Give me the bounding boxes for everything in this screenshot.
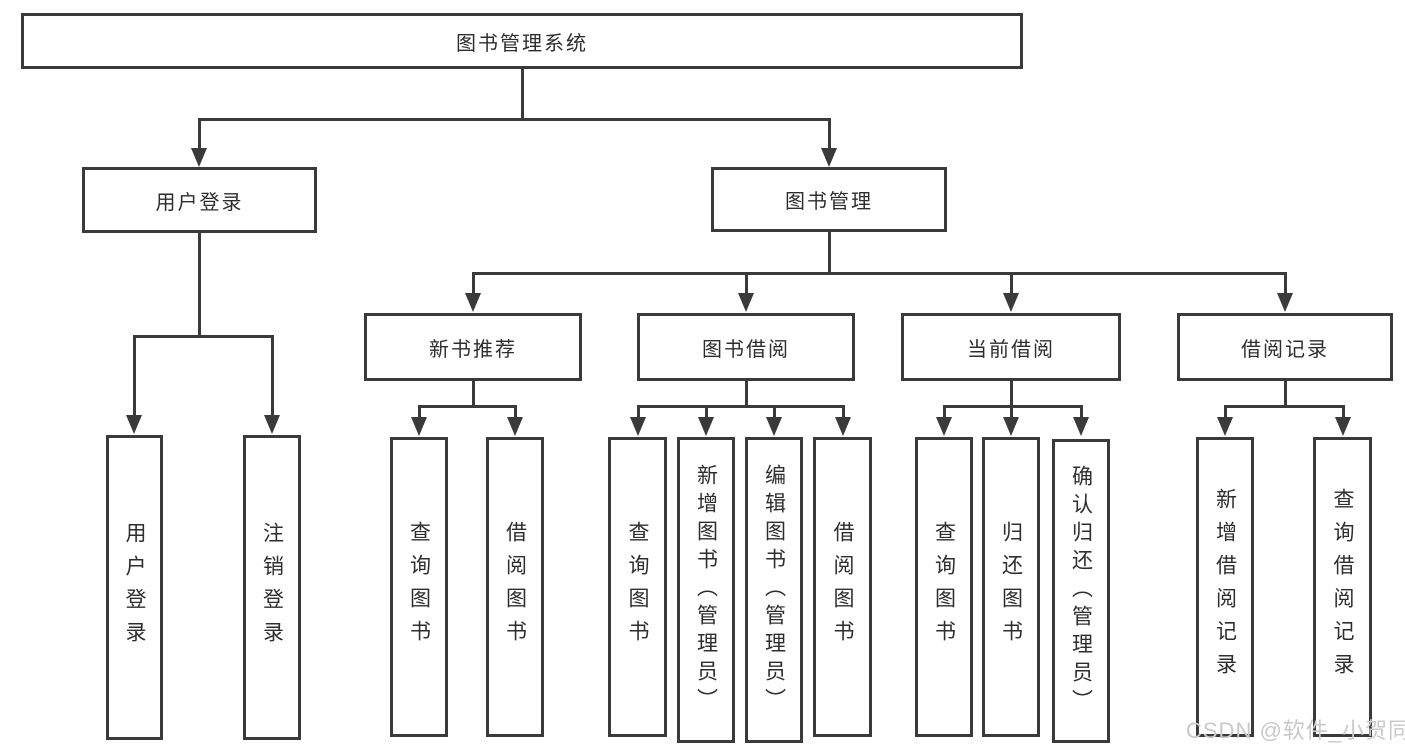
book-borrow-label: 图书借阅 — [702, 338, 790, 361]
leaf-bb-edit-books-label: 编辑图书（管理员） — [762, 464, 786, 716]
connector-line — [1342, 405, 1345, 420]
arrowhead — [738, 293, 754, 312]
root-node: 图书管理系统 — [21, 13, 1023, 69]
connector-line — [1224, 405, 1227, 420]
current-borrow-label: 当前借阅 — [967, 338, 1055, 361]
connector-line — [472, 381, 475, 405]
leaf-logout-label: 注销登录 — [260, 521, 284, 654]
arrowhead — [126, 415, 142, 434]
connector-line — [842, 405, 845, 420]
connector-line — [271, 335, 274, 417]
arrowhead — [507, 417, 523, 436]
connector-line — [1224, 405, 1344, 408]
leaf-bb-query-books: 查询图书 — [608, 437, 667, 737]
leaf-br-add-record: 新增借阅记录 — [1196, 437, 1254, 737]
arrowhead — [1335, 417, 1351, 436]
connector-line — [1010, 272, 1013, 296]
connector-line — [198, 233, 201, 335]
new-book-recommend-label: 新书推荐 — [429, 338, 517, 361]
leaf-bb-borrow-books: 借阅图书 — [813, 437, 872, 737]
leaf-br-query-record: 查询借阅记录 — [1313, 437, 1372, 737]
connector-line — [133, 335, 136, 417]
arrowhead — [766, 417, 782, 436]
connector-line — [745, 381, 748, 405]
connector-line — [637, 405, 640, 420]
borrow-records-node: 借阅记录 — [1177, 313, 1393, 381]
arrowhead — [191, 148, 207, 167]
leaf-cb-return-books-label: 归还图书 — [999, 521, 1023, 653]
leaf-br-add-record-label: 新增借阅记录 — [1213, 488, 1237, 686]
leaf-nb-query-books: 查询图书 — [390, 437, 448, 737]
book-borrow-node: 图书借阅 — [637, 313, 855, 381]
connector-line — [828, 232, 831, 272]
connector-line — [637, 405, 845, 408]
leaf-cb-confirm-return-label: 确认归还（管理员） — [1069, 465, 1093, 717]
leaf-nb-query-books-label: 查询图书 — [407, 521, 431, 653]
connector-line — [1010, 381, 1013, 405]
leaf-logout: 注销登录 — [243, 435, 301, 740]
arrowhead — [1073, 417, 1089, 436]
leaf-cb-query-books-label: 查询图书 — [932, 521, 956, 653]
leaf-bb-add-books: 新增图书（管理员） — [677, 437, 735, 743]
leaf-cb-confirm-return: 确认归还（管理员） — [1052, 439, 1110, 743]
book-management-label: 图书管理 — [785, 191, 873, 213]
leaf-bb-add-books-label: 新增图书（管理员） — [694, 464, 718, 716]
arrowhead — [1003, 293, 1019, 312]
connector-line — [133, 335, 274, 338]
leaf-bb-query-books-label: 查询图书 — [626, 521, 649, 653]
connector-line — [418, 405, 517, 408]
connector-line — [773, 405, 776, 420]
root-node-label: 图书管理系统 — [456, 32, 588, 55]
csdn-watermark: CSDN @软件_小贺同学 — [1186, 718, 1405, 743]
arrowhead — [936, 417, 952, 436]
arrowhead — [821, 148, 837, 167]
arrowhead — [264, 415, 280, 434]
connector-line — [745, 272, 748, 296]
connector-line — [1284, 272, 1287, 296]
arrowhead — [835, 417, 851, 436]
arrowhead — [1217, 417, 1233, 436]
connector-line — [514, 405, 517, 420]
leaf-br-query-record-label: 查询借阅记录 — [1331, 488, 1354, 686]
leaf-user-login: 用户登录 — [106, 435, 163, 740]
connector-line — [943, 405, 946, 420]
connector-line — [198, 118, 831, 121]
connector-line — [521, 69, 524, 118]
connector-line — [472, 272, 1286, 275]
book-management-node: 图书管理 — [711, 167, 947, 232]
arrowhead — [1003, 417, 1019, 436]
leaf-cb-query-books: 查询图书 — [915, 437, 973, 737]
connector-line — [1010, 405, 1013, 420]
leaf-bb-edit-books: 编辑图书（管理员） — [745, 437, 803, 743]
connector-line — [418, 405, 421, 420]
arrowhead — [1277, 293, 1293, 312]
current-borrow-node: 当前借阅 — [901, 313, 1121, 381]
leaf-user-login-label: 用户登录 — [123, 521, 146, 654]
connector-line — [472, 272, 475, 296]
leaf-nb-borrow-books: 借阅图书 — [486, 437, 544, 737]
borrow-records-label: 借阅记录 — [1241, 338, 1329, 361]
leaf-nb-borrow-books-label: 借阅图书 — [503, 521, 527, 653]
connector-line — [1284, 381, 1287, 405]
arrowhead — [411, 417, 427, 436]
connector-line — [705, 405, 708, 420]
connector-line — [1080, 405, 1083, 420]
arrowhead — [698, 417, 714, 436]
leaf-bb-borrow-books-label: 借阅图书 — [831, 521, 854, 653]
leaf-cb-return-books: 归还图书 — [982, 437, 1040, 737]
connector-line — [198, 118, 201, 151]
user-login-node: 用户登录 — [82, 167, 317, 233]
user-login-label: 用户登录 — [155, 191, 244, 214]
arrowhead — [465, 293, 481, 312]
connector-line — [828, 118, 831, 151]
arrowhead — [630, 417, 646, 436]
new-book-recommend-node: 新书推荐 — [364, 313, 582, 381]
